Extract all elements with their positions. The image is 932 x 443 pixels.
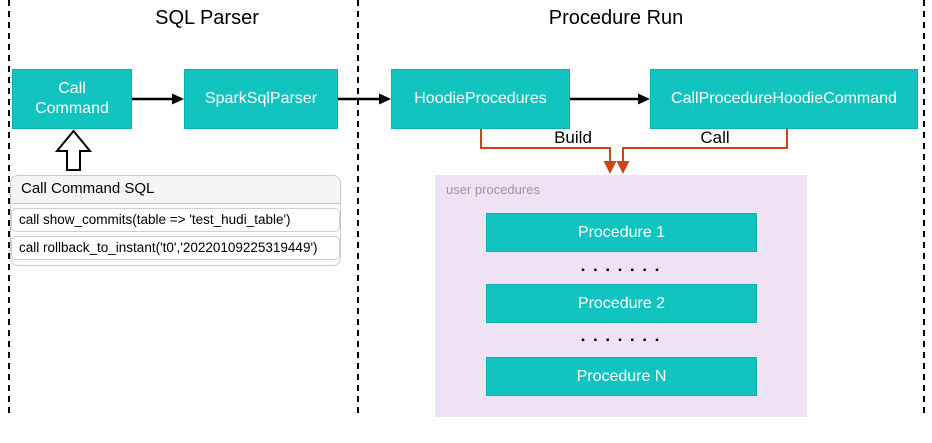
hollow-up-arrow [54,129,93,171]
ellipsis-dots: ▪ ▪ ▪ ▪ ▪ ▪ ▪ [581,335,662,346]
section-title-procedure-run: Procedure Run [548,7,684,29]
node-call-procedure-hoodie-command-label: CallProcedureHoodieCommand [671,90,897,107]
node-procedure-2-label: Procedure 2 [577,294,666,312]
arrowhead-hoodieprocedures-to-callprocedure [638,93,650,105]
edge-label-call: Call [700,128,730,147]
node-spark-sql-parser-label: SparkSqlParser [204,90,318,107]
section-title-sql-parser: SQL Parser [155,7,259,29]
node-hoodie-procedures: HoodieProcedures [391,69,570,129]
arrowhead-sparksqlparser-to-hoodieprocedures [379,93,391,105]
node-procedure-n: Procedure N [486,357,757,396]
node-call-command: Call Command [12,69,132,129]
call-command-sql-panel: Call Command SQL call show_commits(table… [10,175,341,266]
call-connector-line [622,129,788,162]
sql-statement-row: call show_commits(table => 'test_hudi_ta… [11,208,340,232]
node-procedure-1: Procedure 1 [486,213,757,252]
node-procedure-1-label: Procedure 1 [577,223,666,241]
arrowhead-callcommand-to-sparksqlparser [172,93,184,105]
build-connector-line [480,129,611,162]
node-spark-sql-parser: SparkSqlParser [184,69,338,129]
node-procedure-n-label: Procedure N [576,367,667,385]
sql-statement-row: call rollback_to_instant('t0','202201092… [11,236,340,260]
sql-panel-header: Call Command SQL [11,176,340,204]
call-connector-arrowhead [616,161,630,174]
node-procedure-2: Procedure 2 [486,284,757,323]
user-procedures-label: user procedures [446,182,540,197]
node-call-procedure-hoodie-command: CallProcedureHoodieCommand [650,69,918,129]
user-procedures-panel: user procedures Procedure 1 ▪ ▪ ▪ ▪ ▪ ▪ … [435,175,807,417]
ellipsis-dots: ▪ ▪ ▪ ▪ ▪ ▪ ▪ [581,265,662,276]
node-call-command-label: Call Command [35,80,109,117]
build-connector-arrowhead [603,161,617,174]
node-hoodie-procedures-label: HoodieProcedures [414,90,547,107]
edge-label-build: Build [554,128,592,147]
